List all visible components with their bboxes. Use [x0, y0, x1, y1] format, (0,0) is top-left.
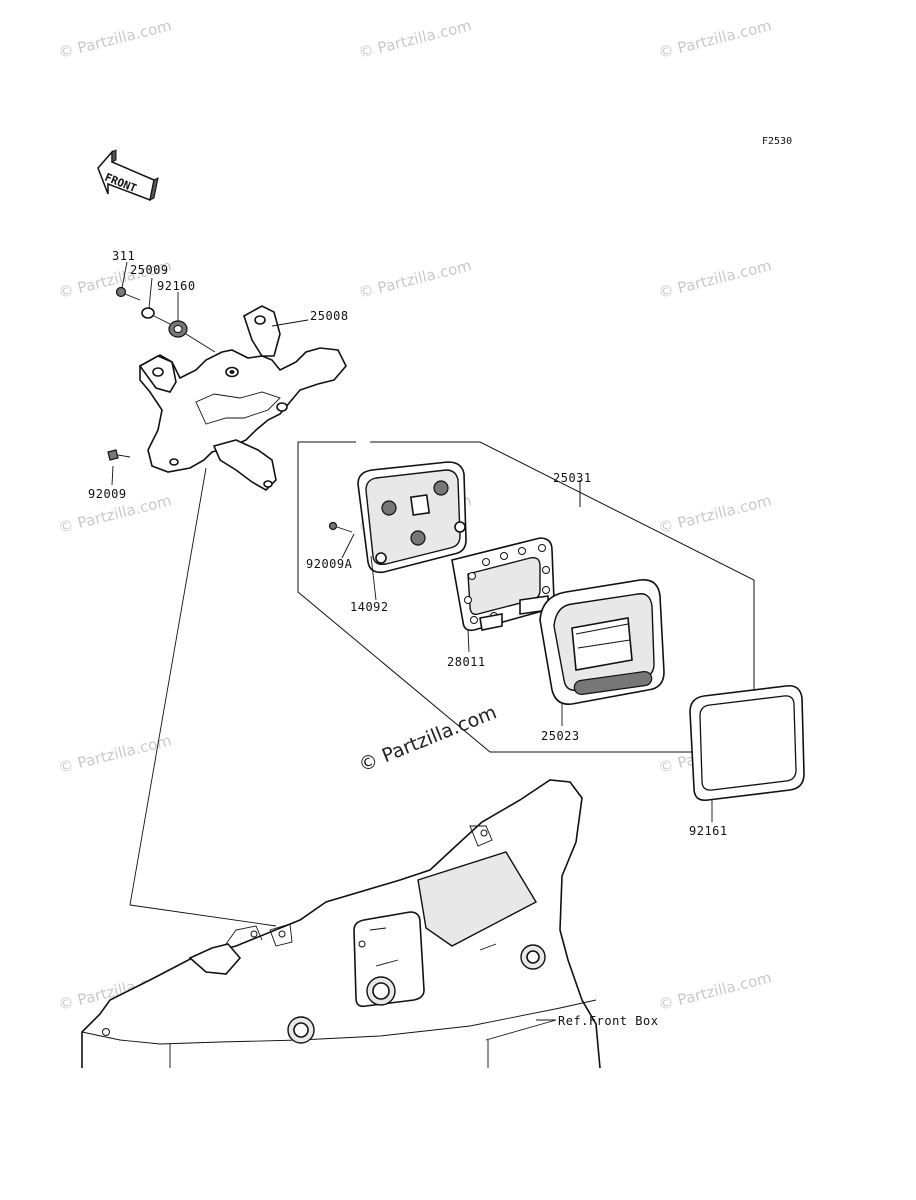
center-watermark: © Partzilla.com [356, 701, 500, 776]
part-label-92009A: 92009A [306, 557, 353, 571]
watermark: © Partzilla.com [657, 968, 774, 1013]
watermark: © Partzilla.com [657, 16, 774, 61]
meter-cover-25023 [539, 579, 665, 726]
washer-25009-icon [141, 307, 171, 325]
watermark: © Partzilla.com [657, 491, 774, 536]
part-label-28011: 28011 [447, 655, 486, 669]
part-label-92161: 92161 [689, 824, 728, 838]
watermark: © Partzilla.com [357, 256, 474, 301]
front-arrow-icon: FRONT [97, 149, 159, 202]
meter-bracket-25008 [138, 305, 347, 491]
nut-311-icon [115, 286, 141, 301]
watermark: © Partzilla.com [57, 16, 174, 61]
screw-92009A-icon [328, 521, 353, 533]
part-label-25023: 25023 [541, 729, 580, 743]
part-label-92009: 92009 [88, 487, 127, 501]
gasket-28011 [451, 537, 555, 653]
part-label-92160: 92160 [157, 279, 196, 293]
leader-lines [111, 261, 355, 559]
leader-line [129, 467, 207, 906]
part-label-311: 311 [112, 249, 135, 263]
part-label-25008: 25008 [310, 309, 349, 323]
part-label-14092: 14092 [350, 600, 389, 614]
leader-line [129, 904, 277, 927]
front-box-ref [81, 779, 601, 1069]
gasket-92161 [689, 684, 805, 822]
part-label-25009: 25009 [130, 263, 169, 277]
part-label-25031: 25031 [553, 471, 592, 485]
meter-case-14092 [357, 461, 467, 601]
figure-code: F2530 [762, 136, 792, 147]
part-label-ref-front-box: Ref.Front Box [558, 1014, 658, 1028]
watermark: © Partzilla.com [357, 16, 474, 61]
grommet-92160-icon [168, 320, 216, 353]
watermark: © Partzilla.com [657, 256, 774, 301]
bolt-92009-icon [107, 449, 131, 461]
